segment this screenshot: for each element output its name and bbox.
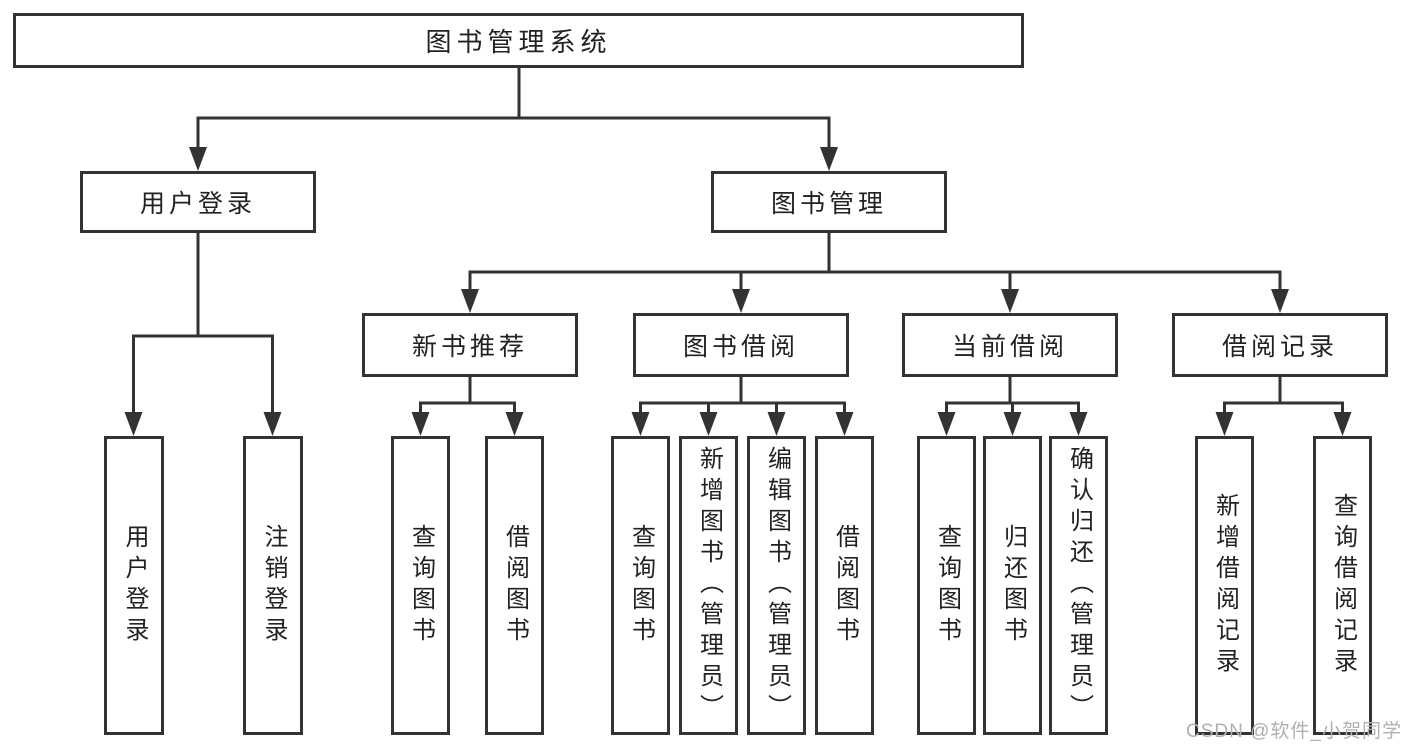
node-borrow-records: 借阅记录 [1172, 313, 1388, 377]
leaf-add-borrow-record: 新增借阅记录 [1195, 436, 1254, 735]
leaf-confirm-return-admin: 确认归还（管理员） [1049, 436, 1108, 735]
leaf-borrow-books-1: 借阅图书 [485, 436, 544, 735]
leaf-return-books-label: 归还图书 [999, 523, 1027, 648]
node-user-login-label: 用户登录 [139, 190, 256, 218]
node-root-label: 图书管理系统 [425, 27, 612, 57]
leaf-borrow-books-2: 借阅图书 [815, 436, 874, 735]
leaf-logout-label: 注销登录 [260, 523, 287, 648]
node-new-book-recommend: 新书推荐 [362, 313, 578, 377]
node-book-borrow-label: 图书借阅 [682, 333, 799, 361]
leaf-return-books: 归还图书 [983, 436, 1042, 735]
node-current-borrow-label: 当前借阅 [951, 333, 1068, 361]
node-book-management: 图书管理 [711, 171, 947, 233]
leaf-query-borrow-record: 查询借阅记录 [1313, 436, 1372, 735]
leaf-add-borrow-record-label: 新增借阅记录 [1211, 492, 1239, 679]
leaf-edit-books-admin: 编辑图书（管理员） [747, 436, 806, 735]
connector-arrowheads [124, 147, 1352, 436]
leaf-query-books-2: 查询图书 [611, 436, 670, 735]
leaf-query-books-3-label: 查询图书 [933, 523, 961, 648]
csdn-watermark: CSDN @软件_小贺同学 [1186, 721, 1402, 742]
leaf-logout: 注销登录 [243, 436, 303, 735]
node-current-borrow: 当前借阅 [902, 313, 1118, 377]
node-borrow-records-label: 借阅记录 [1221, 333, 1338, 361]
leaf-query-books-3: 查询图书 [917, 436, 976, 735]
leaf-confirm-return-admin-label: 确认归还（管理员） [1065, 446, 1093, 725]
leaf-add-books-admin: 新增图书（管理员） [679, 436, 738, 735]
node-book-borrow: 图书借阅 [633, 313, 849, 377]
leaf-borrow-books-1-label: 借阅图书 [501, 523, 529, 648]
leaf-borrow-books-2-label: 借阅图书 [831, 523, 859, 648]
leaf-query-books-2-label: 查询图书 [627, 523, 655, 648]
leaf-query-borrow-record-label: 查询借阅记录 [1329, 492, 1357, 679]
leaf-query-books-1-label: 查询图书 [407, 523, 435, 648]
leaf-add-books-admin-label: 新增图书（管理员） [695, 446, 723, 725]
node-root: 图书管理系统 [13, 13, 1024, 68]
leaf-edit-books-admin-label: 编辑图书（管理员） [763, 446, 791, 725]
leaf-user-login: 用户登录 [104, 436, 164, 735]
leaf-query-books-1: 查询图书 [391, 436, 450, 735]
node-new-book-recommend-label: 新书推荐 [411, 333, 528, 361]
leaf-user-login-label: 用户登录 [121, 523, 148, 648]
node-user-login: 用户登录 [80, 171, 316, 233]
node-book-management-label: 图书管理 [770, 190, 887, 218]
